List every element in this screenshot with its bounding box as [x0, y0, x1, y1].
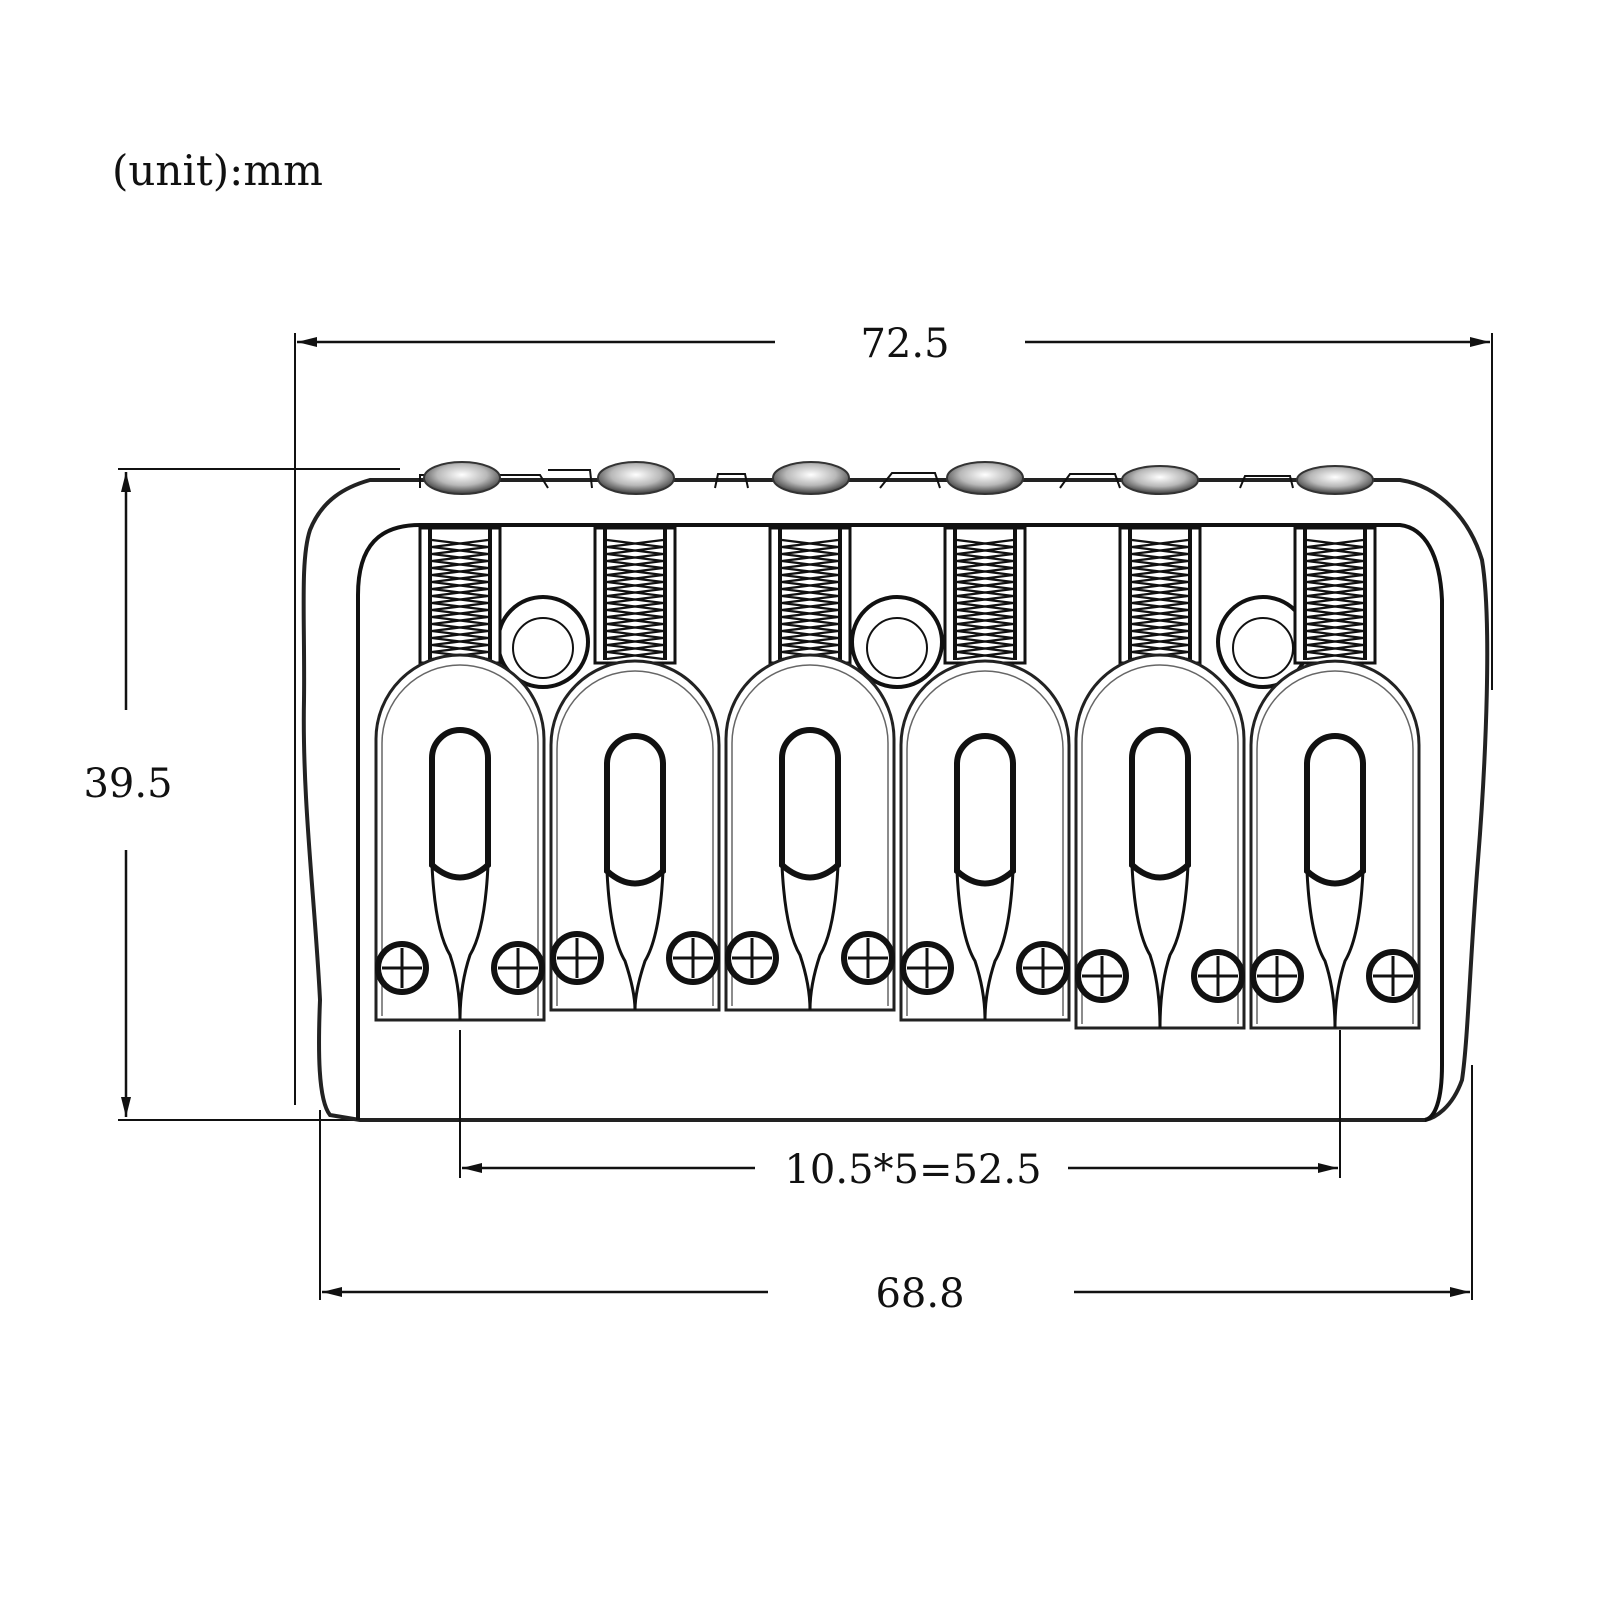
saddle-6-screw-1	[1250, 949, 1304, 1003]
saddle-4-screw-1	[900, 941, 954, 995]
saddle-1	[374, 653, 546, 1022]
saddle-4	[899, 659, 1071, 1022]
saddle-5-screw-2	[1191, 949, 1245, 1003]
springs	[418, 526, 1377, 665]
screw-head-3	[772, 461, 850, 495]
saddle-5-screw-1	[1075, 949, 1129, 1003]
height-label: 39.5	[83, 761, 172, 807]
saddle-3	[724, 653, 896, 1012]
string-spacing-dimension: 10.5*5=52.5	[459, 1030, 1341, 1193]
spring-1	[418, 526, 502, 665]
saddle-1-screw-2	[491, 941, 545, 995]
saddle-2	[549, 659, 721, 1012]
spring-6	[1293, 526, 1377, 665]
saddle-2-screw-2	[666, 931, 720, 985]
overall-width-label: 72.5	[860, 321, 949, 367]
height-dimension: 39.5	[83, 468, 400, 1121]
saddle-6-screw-2	[1366, 949, 1420, 1003]
saddle-2-screw-1	[550, 931, 604, 985]
screw-head-4	[946, 461, 1024, 495]
base-width-dimension: 68.8	[319, 1065, 1473, 1317]
base-width-label: 68.8	[875, 1271, 964, 1317]
saddle-3-screw-2	[841, 931, 895, 985]
screw-head-1	[423, 461, 501, 495]
saddle-4-screw-2	[1016, 941, 1070, 995]
screw-head-6	[1296, 465, 1374, 495]
spring-5	[1118, 526, 1202, 665]
saddle-1-screw-1	[375, 941, 429, 995]
string-spacing-label: 10.5*5=52.5	[784, 1147, 1041, 1193]
unit-label: (unit):mm	[112, 146, 323, 195]
spring-2	[593, 526, 677, 665]
spring-4	[943, 526, 1027, 665]
spring-3	[768, 526, 852, 665]
screw-heads	[423, 461, 1374, 495]
saddle-5	[1074, 653, 1246, 1030]
saddle-3-screw-1	[725, 931, 779, 985]
screw-head-5	[1121, 465, 1199, 495]
mounting-hole-2	[850, 595, 944, 689]
saddles	[374, 653, 1421, 1030]
saddle-6	[1249, 659, 1421, 1030]
overall-width-dimension: 72.5	[294, 321, 1493, 1105]
screw-head-2	[597, 461, 675, 495]
